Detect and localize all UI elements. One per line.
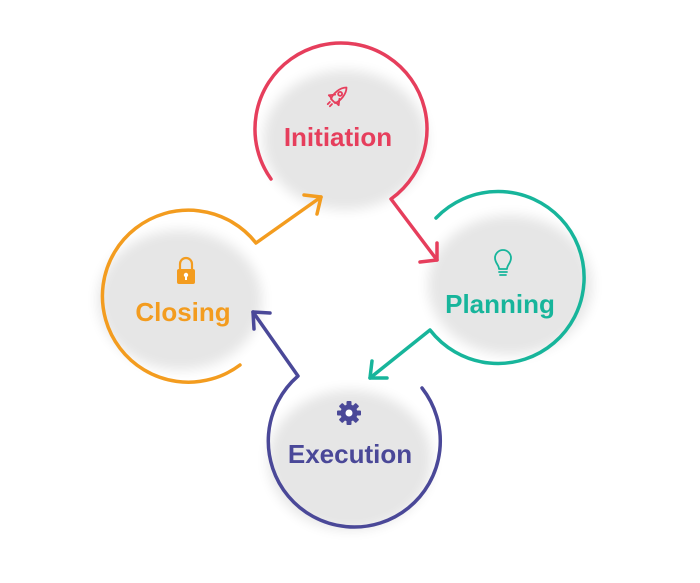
stage-closing: Closing — [100, 193, 323, 384]
closing-arrowhead — [302, 193, 323, 216]
initiation-ring — [253, 41, 439, 262]
stage-initiation: Initiation — [253, 41, 439, 264]
lightbulb-icon — [494, 249, 512, 276]
stage-label-planning: Planning — [445, 289, 555, 319]
initiation-arrowhead — [418, 241, 439, 264]
planning-ring — [368, 189, 586, 380]
planning-arrowhead — [368, 359, 389, 380]
circle-shadows — [98, 70, 592, 530]
padlock-icon — [177, 256, 195, 284]
stage-planning: Planning — [368, 189, 586, 380]
stage-label-closing: Closing — [135, 297, 230, 327]
stage-label-execution: Execution — [288, 439, 412, 469]
gear-icon — [337, 401, 361, 425]
execution-ring — [251, 310, 442, 529]
execution-arrowhead — [251, 310, 272, 331]
closing-ring — [100, 195, 323, 384]
stage-label-initiation: Initiation — [284, 122, 392, 152]
stage-execution: Execution — [251, 310, 442, 529]
rocket-icon — [326, 86, 348, 108]
